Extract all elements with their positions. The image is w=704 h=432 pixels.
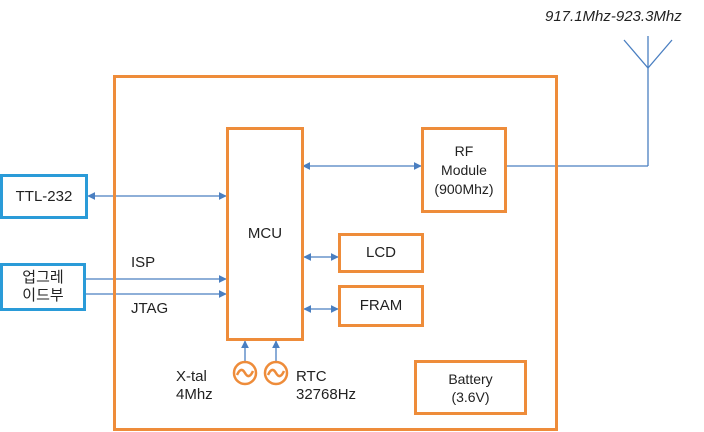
xtal-oscillator-icon <box>232 360 258 386</box>
xtal-label: X-tal 4Mhz <box>176 368 213 404</box>
lcd-label: LCD <box>365 244 396 261</box>
upgrade-line2: 이드부 <box>22 287 64 304</box>
ttl-232-block: TTL-232 <box>0 174 88 219</box>
isp-label: ISP <box>131 254 156 271</box>
ttl-232-label: TTL-232 <box>15 187 73 205</box>
main-board-boundary <box>113 75 558 431</box>
xtal-line2: 4Mhz <box>176 386 213 403</box>
rf-module-block: RF Module (900Mhz) <box>421 127 507 213</box>
fram-block: FRAM <box>338 285 424 327</box>
mcu-block: MCU <box>226 127 304 341</box>
xtal-line1: X-tal <box>176 368 207 385</box>
mcu-label: MCU <box>247 225 283 242</box>
fram-label: FRAM <box>359 297 403 314</box>
rtc-line1: RTC <box>296 368 327 385</box>
lcd-block: LCD <box>338 233 424 273</box>
battery-block: Battery (3.6V) <box>414 360 527 415</box>
battery-line2: (3.6V) <box>451 388 490 405</box>
battery-line1: Battery <box>448 370 493 387</box>
upgrade-block: 업그레 이드부 <box>0 263 86 311</box>
rf-module-line3: (900Mhz) <box>434 180 494 197</box>
rf-module-line1: RF <box>454 142 474 159</box>
rtc-line2: 32768Hz <box>296 386 357 403</box>
rtc-oscillator-icon <box>263 360 289 386</box>
jtag-label: JTAG <box>131 300 169 317</box>
rtc-label: RTC 32768Hz <box>296 368 356 404</box>
rf-module-line2: Module <box>441 161 487 178</box>
antenna-frequency-label: 917.1Mhz-923.3Mhz <box>545 8 682 25</box>
upgrade-line1: 업그레 <box>22 269 64 286</box>
